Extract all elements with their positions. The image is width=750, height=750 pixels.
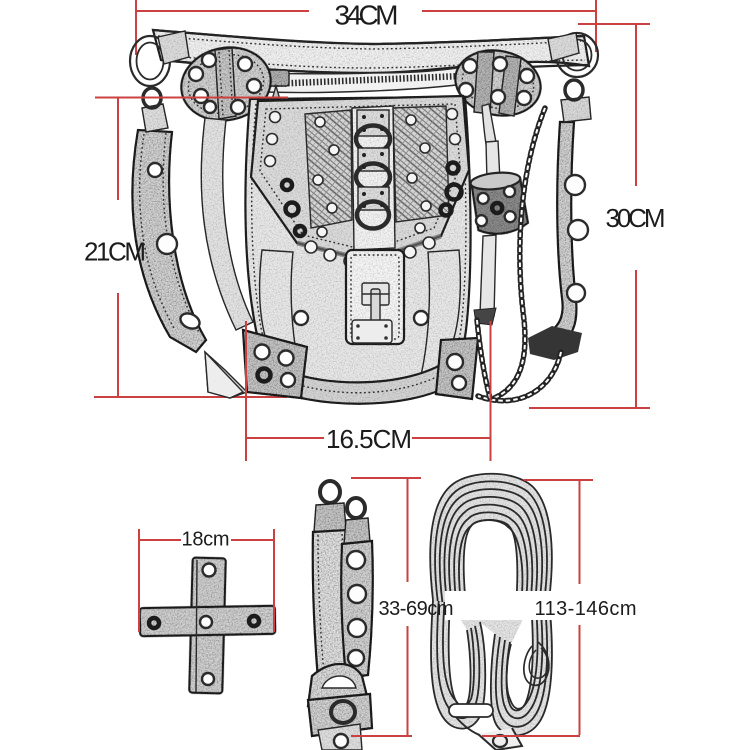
svg-text:34CM: 34CM: [335, 0, 399, 31]
svg-text:21CM: 21CM: [84, 237, 146, 267]
svg-text:30CM: 30CM: [606, 203, 666, 233]
svg-text:16.5CM: 16.5CM: [326, 424, 412, 454]
svg-text:113-146cm: 113-146cm: [535, 598, 637, 620]
svg-text:33-69cm: 33-69cm: [379, 598, 454, 620]
svg-text:18cm: 18cm: [182, 529, 230, 551]
